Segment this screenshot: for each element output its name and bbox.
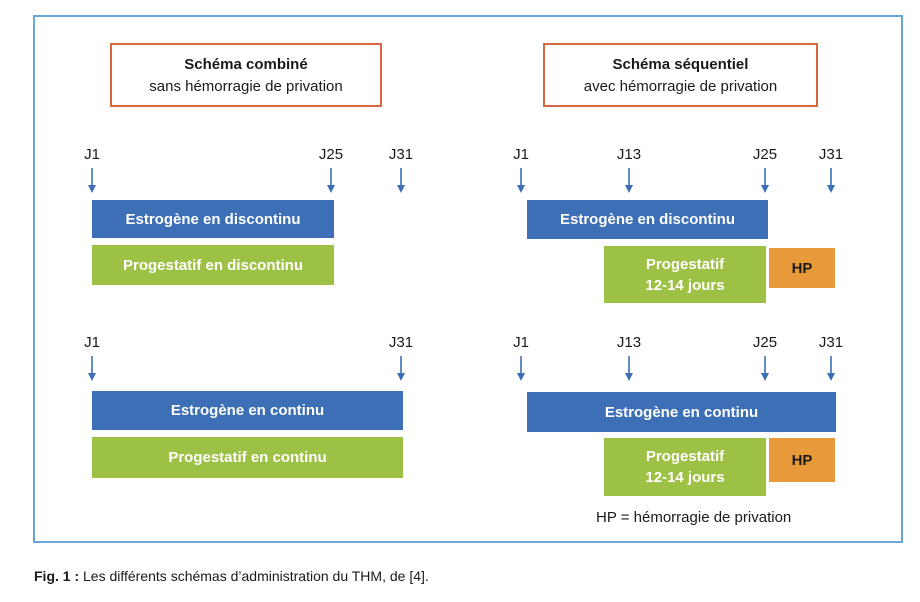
day-marker: J25 bbox=[745, 146, 785, 194]
day-label: J25 bbox=[318, 146, 344, 163]
hp-block: HP bbox=[769, 438, 835, 482]
caption-text: Les différents schémas d’administration … bbox=[83, 568, 429, 584]
day-label: J1 bbox=[84, 146, 100, 163]
day-label: J25 bbox=[752, 146, 778, 163]
down-arrow-icon bbox=[327, 168, 335, 193]
progestin-label: Progestatif bbox=[645, 255, 725, 273]
day-label: J13 bbox=[616, 146, 642, 163]
title-combined: Schéma combiné bbox=[184, 56, 308, 73]
progestin-bar: Progestatif en discontinu bbox=[92, 245, 334, 285]
subtitle-combined: sans hémorragie de privation bbox=[149, 78, 343, 95]
day-marker: J13 bbox=[609, 334, 649, 382]
down-arrow-icon bbox=[397, 168, 405, 193]
day-marker: J25 bbox=[311, 146, 351, 194]
day-label: J31 bbox=[818, 146, 844, 163]
estrogen-bar: Estrogène en discontinu bbox=[527, 200, 768, 239]
estrogen-bar: Estrogène en discontinu bbox=[92, 200, 334, 238]
down-arrow-icon bbox=[625, 168, 633, 193]
down-arrow-icon bbox=[88, 168, 96, 193]
day-label: J31 bbox=[388, 146, 414, 163]
down-arrow-icon bbox=[397, 356, 405, 381]
caption-label: Fig. 1 : bbox=[34, 568, 80, 584]
estrogen-bar: Estrogène en continu bbox=[527, 392, 836, 432]
down-arrow-icon bbox=[761, 168, 769, 193]
diagram-frame bbox=[33, 15, 903, 543]
day-marker: J1 bbox=[72, 334, 112, 382]
day-marker: J31 bbox=[381, 146, 421, 194]
subtitle-sequential: avec hémorragie de privation bbox=[583, 78, 778, 95]
down-arrow-icon bbox=[517, 168, 525, 193]
title-sequential: Schéma séquentiel bbox=[612, 56, 749, 73]
day-marker: J25 bbox=[745, 334, 785, 382]
day-marker: J31 bbox=[811, 146, 851, 194]
day-label: J1 bbox=[513, 146, 529, 163]
progestin-bar: Progestatif 12-14 jours bbox=[604, 438, 766, 496]
day-label: J31 bbox=[388, 334, 414, 351]
day-marker: J1 bbox=[72, 146, 112, 194]
day-marker: J31 bbox=[811, 334, 851, 382]
progestin-duration: 12-14 jours bbox=[645, 469, 725, 486]
down-arrow-icon bbox=[827, 356, 835, 381]
title-box-combined: Schéma combiné sans hémorragie de privat… bbox=[110, 43, 382, 107]
down-arrow-icon bbox=[761, 356, 769, 381]
day-marker: J13 bbox=[609, 146, 649, 194]
down-arrow-icon bbox=[88, 356, 96, 381]
progestin-bar: Progestatif 12-14 jours bbox=[604, 246, 766, 303]
down-arrow-icon bbox=[517, 356, 525, 381]
down-arrow-icon bbox=[827, 168, 835, 193]
title-box-sequential: Schéma séquentiel avec hémorragie de pri… bbox=[543, 43, 818, 107]
legend-hp: HP = hémorragie de privation bbox=[596, 509, 792, 526]
hp-block: HP bbox=[769, 248, 835, 288]
figure-caption: Fig. 1 : Les différents schémas d’admini… bbox=[34, 568, 429, 584]
down-arrow-icon bbox=[625, 356, 633, 381]
day-label: J1 bbox=[84, 334, 100, 351]
progestin-bar: Progestatif en continu bbox=[92, 437, 403, 478]
progestin-label: Progestatif bbox=[645, 448, 725, 465]
day-marker: J1 bbox=[501, 146, 541, 194]
day-label: J25 bbox=[752, 334, 778, 351]
estrogen-bar: Estrogène en continu bbox=[92, 391, 403, 430]
day-marker: J31 bbox=[381, 334, 421, 382]
day-label: J1 bbox=[513, 334, 529, 351]
day-label: J31 bbox=[818, 334, 844, 351]
day-marker: J1 bbox=[501, 334, 541, 382]
progestin-duration: 12-14 jours bbox=[645, 276, 725, 294]
day-label: J13 bbox=[616, 334, 642, 351]
